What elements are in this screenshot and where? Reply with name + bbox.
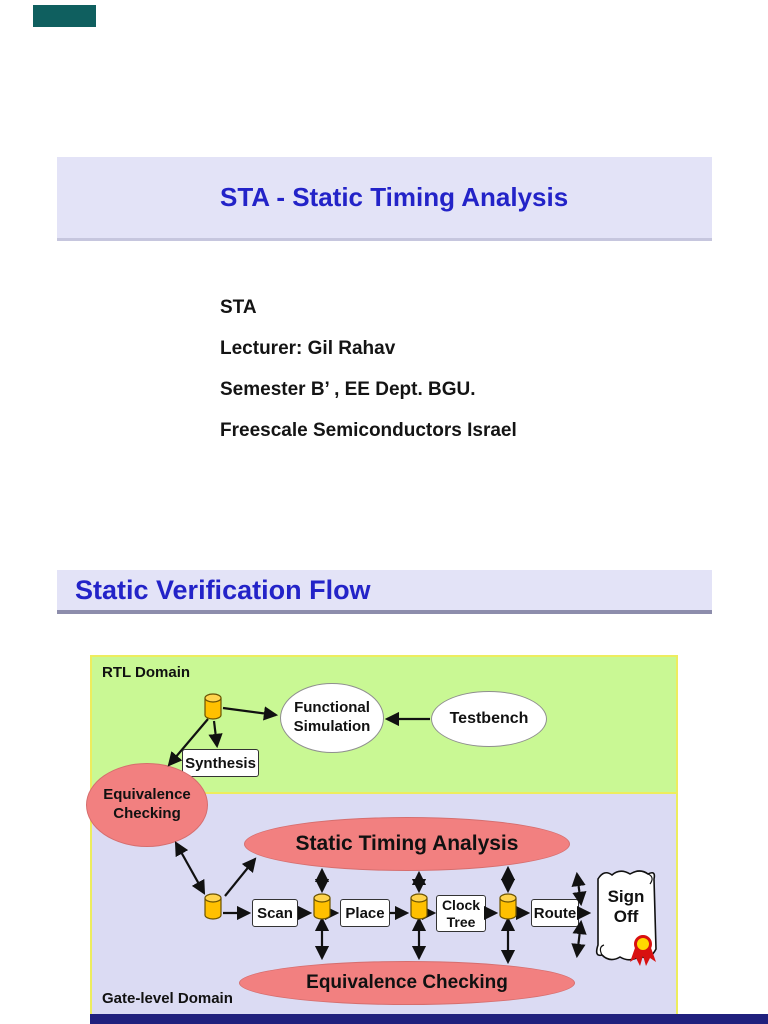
place-node: Place: [340, 899, 390, 927]
slide2-title-bar: Static Verification Flow: [57, 570, 712, 614]
scroll-icon: [595, 870, 657, 966]
body-line-2: Lecturer: Gil Rahav: [220, 338, 396, 359]
clock-tree-node: Clock Tree: [436, 895, 486, 932]
body-line-3: Semester B’ , EE Dept. BGU.: [220, 379, 476, 400]
database-icon: [410, 893, 428, 920]
database-icon: [499, 893, 517, 920]
slide2-title: Static Verification Flow: [75, 574, 371, 605]
route-node: Route: [531, 899, 579, 927]
static-verification-flow-diagram: RTL Domain Gate-level Domain: [86, 655, 678, 1017]
body-line-1: STA: [220, 297, 257, 318]
synthesis-node: Synthesis: [182, 749, 259, 777]
viewer-bottom-bar: [90, 1014, 768, 1024]
equivalence-checking-bottom-node: Equivalence Checking: [239, 961, 575, 1005]
database-icon: [204, 693, 222, 720]
database-icon: [313, 893, 331, 920]
rtl-domain-label: RTL Domain: [102, 664, 191, 681]
slide1-body: STA Lecturer: Gil Rahav Semester B’ , EE…: [220, 287, 517, 451]
gate-domain-label: Gate-level Domain: [102, 990, 233, 1007]
database-icon: [204, 893, 222, 920]
sign-off-node: Sign Off: [586, 865, 666, 970]
functional-simulation-node: Functional Simulation: [280, 683, 384, 753]
body-line-4: Freescale Semiconductors Israel: [220, 420, 517, 441]
award-ribbon-icon: [630, 935, 656, 966]
testbench-node: Testbench: [431, 691, 547, 747]
scan-node: Scan: [252, 899, 298, 927]
slide1-title-bar: STA - Static Timing Analysis: [57, 157, 712, 241]
static-timing-analysis-node: Static Timing Analysis: [244, 817, 570, 871]
sign-off-label: Sign Off: [607, 887, 645, 927]
viewer-corner-block: [33, 5, 96, 27]
equivalence-checking-node: Equivalence Checking: [86, 763, 208, 847]
slide1-title: STA - Static Timing Analysis: [220, 182, 569, 212]
